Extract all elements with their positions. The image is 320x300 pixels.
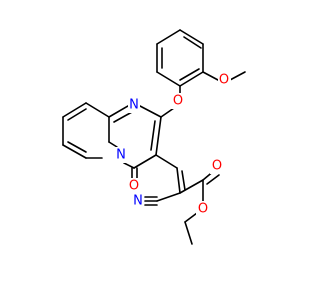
atom-label-o-ketone: O [129, 179, 139, 194]
bond [183, 36, 202, 49]
atom-n1: N [128, 97, 140, 113]
bond [67, 141, 87, 153]
atom-label-n-nitrile: N [133, 194, 143, 209]
atom-label-o-methoxy: O [219, 73, 229, 88]
bond [229, 71, 246, 81]
bond [108, 141, 118, 148]
bond [179, 68, 200, 81]
atom-o-aryl-ether: O [171, 93, 184, 109]
bond [123, 162, 135, 169]
bond [184, 221, 193, 245]
atom-o-methoxy: O [218, 72, 231, 88]
bond [202, 71, 219, 81]
atom-label-n1: N [129, 98, 139, 113]
bond [108, 105, 129, 118]
atom-o-carbonyl: O [210, 158, 223, 174]
bond [150, 120, 156, 151]
bond [133, 154, 157, 169]
atom-label-layer: N N O O O N O [115, 72, 231, 217]
bond [206, 174, 220, 185]
atom-label-n2: N [116, 148, 126, 163]
atom-label-o-ester: O [198, 202, 208, 217]
molecule-drawing: N N O O O N O [62, 29, 246, 245]
bond [179, 71, 204, 87]
bond [139, 105, 162, 118]
atom-o-ketone: O [128, 178, 141, 194]
bond [156, 192, 181, 202]
bond [179, 179, 204, 194]
atom-o-ester: O [196, 201, 209, 217]
bond [156, 29, 181, 45]
atom-label-o-aryl-ether: O [173, 94, 183, 109]
bond [155, 154, 178, 169]
bond [67, 108, 87, 121]
bond [113, 111, 133, 123]
bond [179, 29, 204, 45]
atom-n-nitrile: N [131, 193, 144, 209]
bond [155, 116, 162, 156]
bond [160, 107, 175, 118]
bond [156, 71, 181, 87]
bond [85, 102, 110, 118]
bond [184, 212, 198, 223]
bond [62, 102, 87, 118]
atom-n2: N [115, 147, 127, 163]
bond [62, 144, 87, 159]
bond [181, 170, 186, 191]
bond-layer [62, 29, 246, 245]
atom-label-o-carbonyl: O [212, 159, 222, 174]
bond [176, 167, 181, 194]
structure-canvas: N N O O O N O [62, 29, 246, 245]
